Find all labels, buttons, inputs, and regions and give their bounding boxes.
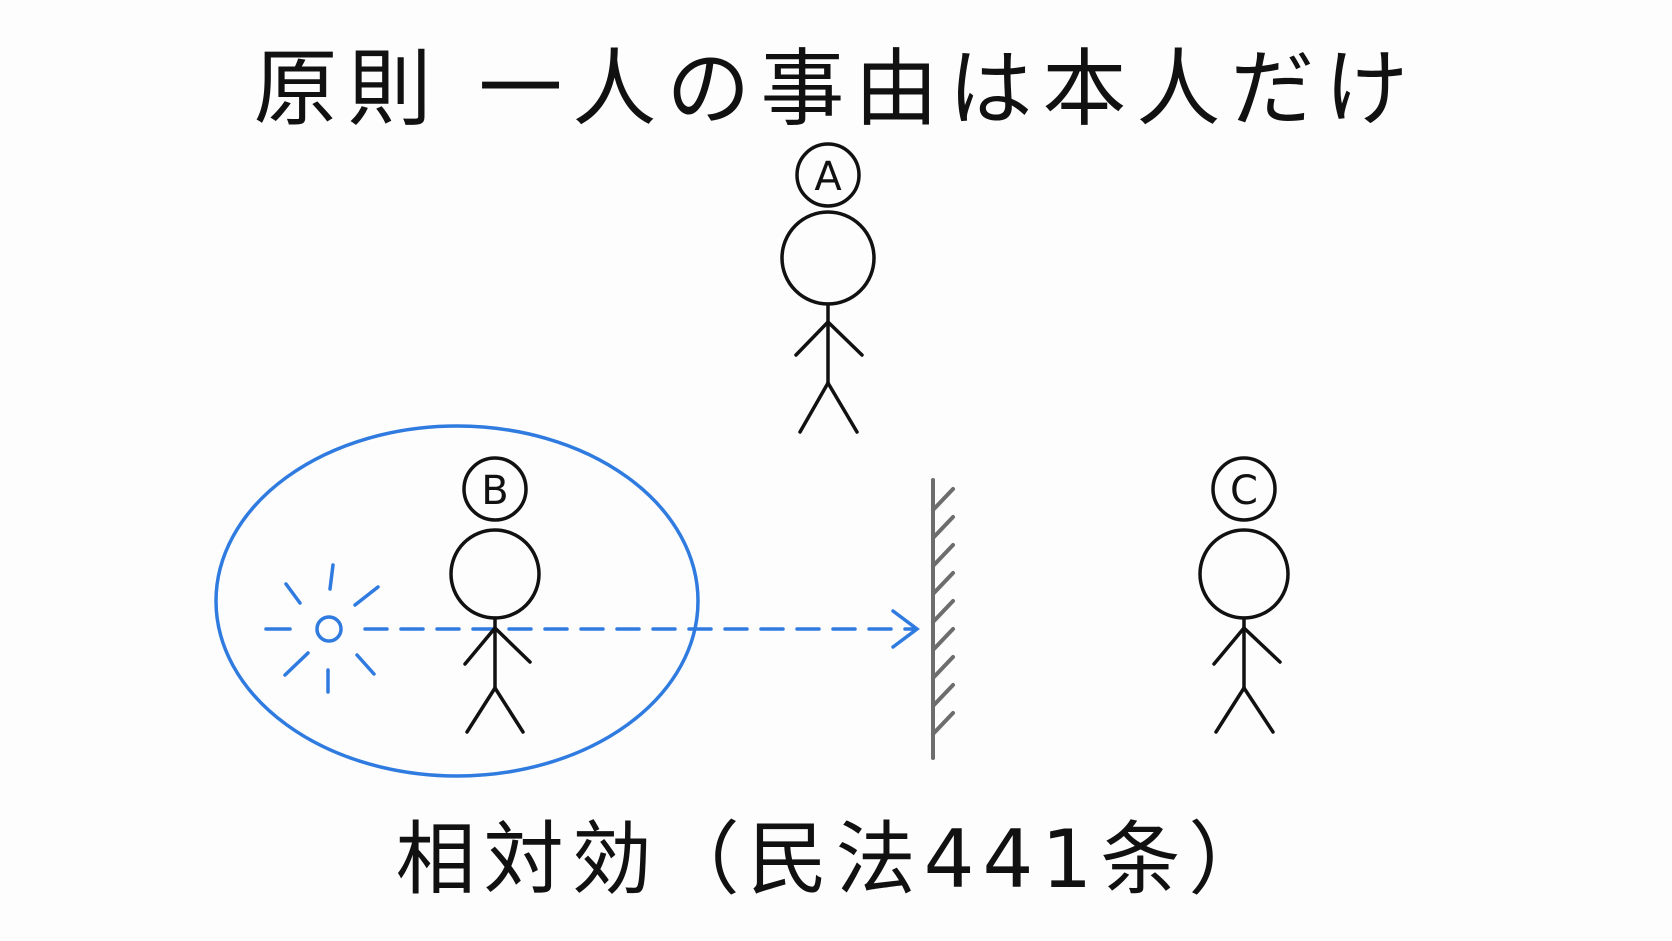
scope-ellipse xyxy=(214,424,700,778)
person-b-badge xyxy=(462,456,528,522)
burst-core xyxy=(315,615,343,643)
person-a xyxy=(780,142,876,434)
burst-icon xyxy=(264,563,380,694)
person-a-leg-right xyxy=(826,381,859,434)
dashed-arrow-icon xyxy=(363,609,920,649)
person-c-head xyxy=(1198,528,1290,620)
person-b-arm-right xyxy=(493,626,532,664)
person-b-leg-right xyxy=(493,686,525,734)
diagram-footer: 相対効（民法441条） xyxy=(395,813,1277,906)
person-a-arm-left xyxy=(794,320,830,357)
person-b-arm-left xyxy=(463,626,497,666)
person-c-badge xyxy=(1211,456,1277,522)
person-a-head xyxy=(780,210,876,306)
diagram-title: 原則 一人の事由は本人だけ xyxy=(253,40,1419,138)
arrow-head xyxy=(891,609,920,649)
person-c-label: C xyxy=(1230,468,1258,514)
person-a-leg-left xyxy=(798,381,830,434)
person-c-leg-right xyxy=(1242,686,1275,734)
person-c-leg-left xyxy=(1214,686,1246,734)
person-b xyxy=(449,456,541,734)
person-c xyxy=(1198,456,1290,734)
person-a-label: A xyxy=(814,154,842,200)
person-a-badge xyxy=(795,142,861,208)
person-c-arm-right xyxy=(1242,626,1282,664)
person-b-label: B xyxy=(481,468,508,514)
person-a-arm-right xyxy=(826,320,864,357)
person-b-head xyxy=(449,528,541,620)
person-c-arm-left xyxy=(1212,626,1246,666)
person-b-leg-left xyxy=(465,686,497,734)
hatched-wall-icon xyxy=(931,478,955,760)
